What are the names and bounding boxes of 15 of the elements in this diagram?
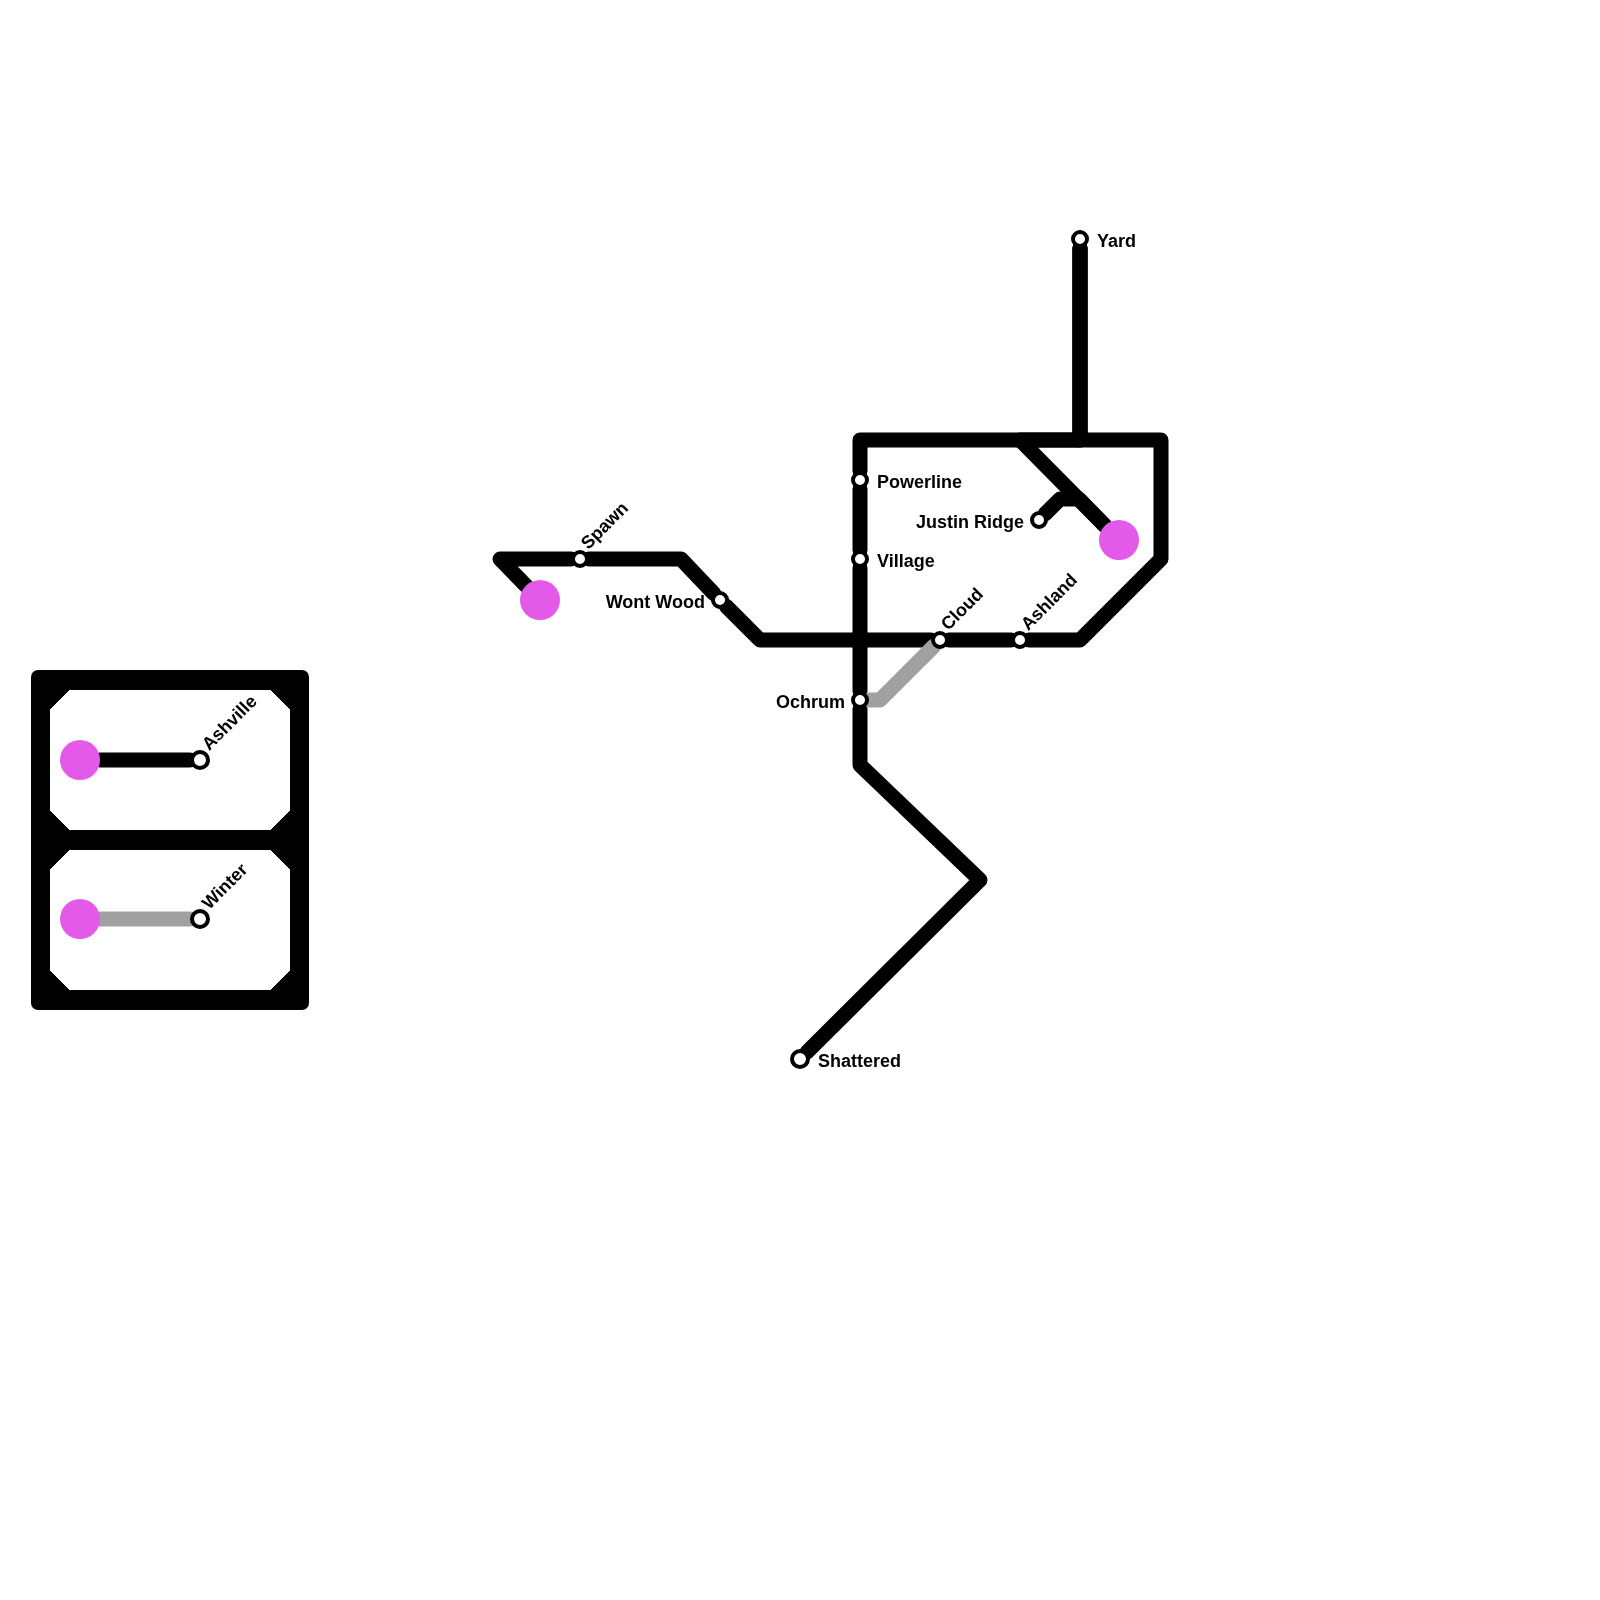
legend-frame [31,670,309,1010]
legend-card [50,850,290,990]
station-label: Powerline [877,472,963,492]
station-label: Justin Ridge [916,512,1024,532]
station-label: Ochrum [776,692,845,712]
station-label: Yard [1097,231,1137,251]
station-label: Wont Wood [605,592,705,612]
terminal-dot [1099,520,1139,560]
legend-card [50,690,290,830]
terminal-dot [520,580,560,620]
terminal-dot [60,899,100,939]
terminal-dot [60,740,100,780]
station-label: Shattered [818,1051,902,1071]
station-label: Village [877,551,935,571]
track-line [1037,491,1113,534]
